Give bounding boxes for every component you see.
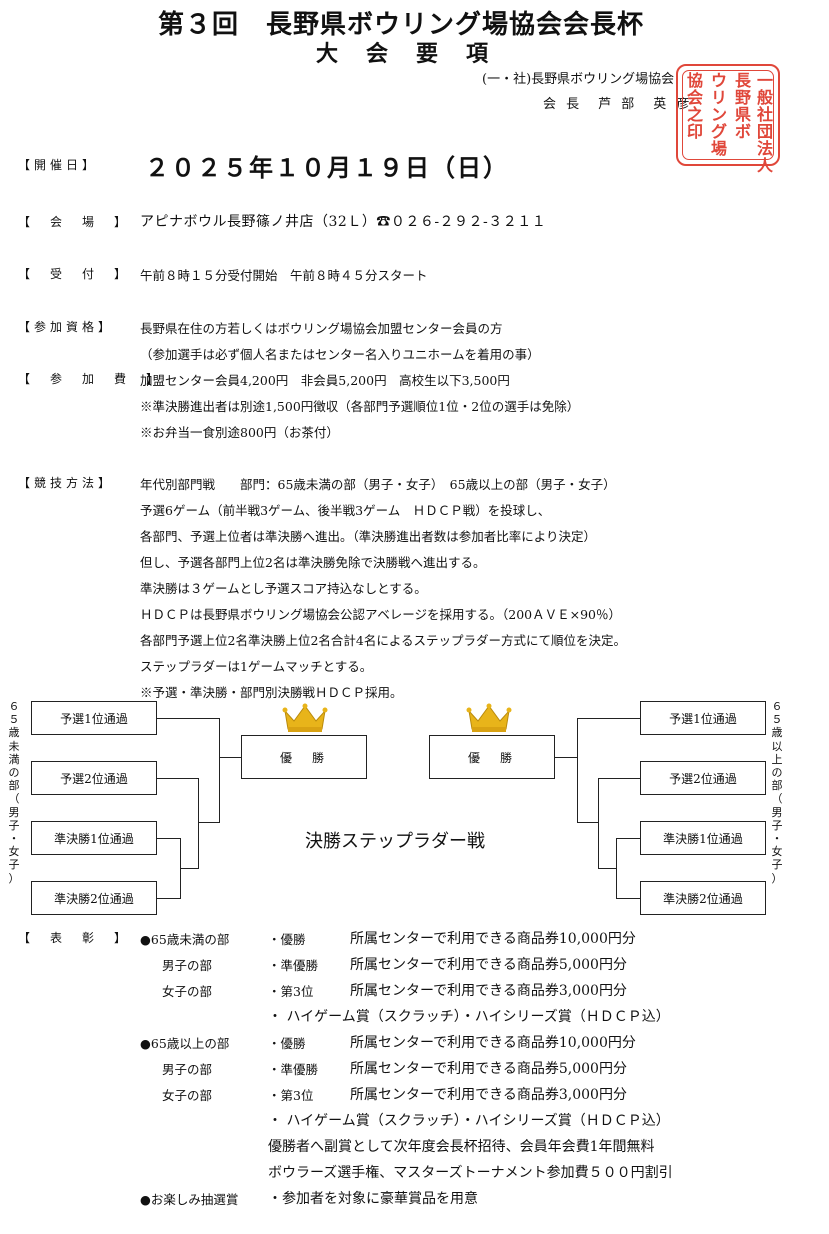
right-division-label: ６ ５ 歳 以 上 の 部 （ 男 子 ・ 女 子 ） [771,700,783,885]
left-entrant-4: 準決勝2位通過 [31,881,157,915]
eligibility-label: 【参加資格】 [18,320,115,334]
format-line: ステップラダーは1ゲームマッチとする。 [140,659,373,674]
lottery-text: ・参加者を対象に豪華賞品を用意 [268,1191,478,1207]
fee-label: 【 参 加 費 】 [18,372,163,386]
left-entrant-3: 準決勝1位通過 [31,821,157,855]
left-winner-box: 優 勝 [241,735,367,779]
seal-text-4: 協 会 之 印 [686,71,703,141]
page-subtitle: 大会要項 [316,41,517,67]
crown-icon [282,703,328,732]
venue: アピナボウル長野篠ノ井店（32Ｌ）☎０２６-２９２-３２１１ [140,214,547,230]
format-line: ＨＤＣＰは長野県ボウリング場協会公認アベレージを採用する。（200ＡＶＥ×90％… [140,607,621,622]
seal-text-1: 一 般 社 団 法 人 [756,71,773,175]
award-over65-men: 男子の部 [162,1062,213,1077]
format-label: 【競技方法】 [18,476,115,490]
left-division-label: ６ ５ 歳 未 満 の 部 （ 男 子 ・ 女 子 ） [8,700,20,885]
reception: 午前８時１５分受付開始 午前８時４５分スタート [140,268,428,283]
award-under65-women: 女子の部 [162,984,213,999]
right-entrant-2: 予選2位通過 [640,761,766,795]
right-entrant-4: 準決勝2位通過 [640,881,766,915]
president: 会 長 芦 部 英 彦 [543,97,693,112]
venue-label: 【 会 場 】 [18,215,131,229]
organizer: (一・社)長野県ボウリング場協会 [482,72,675,87]
official-seal: 一 般 社 団 法 人 長 野 県 ボ ウ リ ン グ 場 協 会 之 印 [676,64,780,174]
award-prize: 所属センターで利用できる商品券3,000円分 [350,983,627,999]
seal-text-3: ウ リ ン グ 場 [710,71,727,158]
award-extra: ・ ハイゲーム賞（スクラッチ）・ハイシリーズ賞（ＨＤＣＰ込） [268,1113,670,1129]
award-extra: ・ ハイゲーム賞（スクラッチ）・ハイシリーズ賞（ＨＤＣＰ込） [268,1009,670,1025]
award-prize: 所属センターで利用できる商品券3,000円分 [350,1087,627,1103]
format-line: 各部門予選上位2名準決勝上位2名合計4名によるステップラダー方式にて順位を決定。 [140,633,626,648]
award-over65-women: 女子の部 [162,1088,213,1103]
event-date: ２０２５年１０月１９日（日） [145,153,509,182]
award-prize: 所属センターで利用できる商品券5,000円分 [350,957,627,973]
fee-line: ※準決勝進出者は別途1,500円徴収（各部門予選順位1位・2位の選手は免除） [140,399,580,414]
award-under65-men: 男子の部 [162,958,213,973]
fee-line: ※お弁当一食別途800円（お茶付） [140,425,339,440]
award-place: ・優勝 [268,932,306,947]
right-entrant-1: 予選1位通過 [640,701,766,735]
left-entrant-2: 予選2位通過 [31,761,157,795]
crown-icon [466,703,512,732]
format-line: 各部門、予選上位者は準決勝へ進出。（準決勝進出者数は参加者比率により決定） [140,529,597,544]
stepladder-title: 決勝ステップラダー戦 [305,831,485,852]
award-place: ・準優勝 [268,1062,319,1077]
award-prize: 所属センターで利用できる商品券10,000円分 [350,931,636,947]
left-entrant-1: 予選1位通過 [31,701,157,735]
right-entrant-3: 準決勝1位通過 [640,821,766,855]
award-under65-head: ●65歳未満の部 [140,932,230,947]
awards-label: 【 表 彰 】 [18,931,131,945]
format-line: ※予選・準決勝・部門別決勝戦ＨＤＣＰ採用。 [140,685,403,700]
award-place: ・第3位 [268,984,314,999]
fee-line: 加盟センター会員4,200円 非会員5,200円 高校生以下3,500円 [140,373,510,388]
award-prize: 所属センターで利用できる商品券10,000円分 [350,1035,636,1051]
right-winner-box: 優 勝 [429,735,555,779]
bonus-line: ボウラーズ選手権、マスターズトーナメント参加費５００円割引 [268,1165,673,1181]
date-label: 【開催日】 [18,158,99,172]
eligibility-line: （参加選手は必ず個人名またはセンター名入りユニホームを着用の事） [140,347,540,362]
format-line: 予選6ゲーム（前半戦3ゲーム、後半戦3ゲーム ＨＤＣＰ戦）を投球し、 [140,503,551,518]
award-place: ・第3位 [268,1088,314,1103]
award-place: ・優勝 [268,1036,306,1051]
lottery-head: ●お楽しみ抽選賞 [140,1192,239,1207]
seal-text-2: 長 野 県 ボ [734,71,751,141]
award-prize: 所属センターで利用できる商品券5,000円分 [350,1061,627,1077]
page-title: 第３回 長野県ボウリング場協会会長杯 [158,10,645,40]
format-line: 但し、予選各部門上位2名は準決勝免除で決勝戦へ進出する。 [140,555,486,570]
award-place: ・準優勝 [268,958,319,973]
eligibility-line: 長野県在住の方若しくはボウリング場協会加盟センター会員の方 [140,321,503,336]
bonus-line: 優勝者へ副賞として次年度会長杯招待、会員年会費1年間無料 [268,1139,655,1155]
format-line: 準決勝は３ゲームとし予選スコア持込なしとする。 [140,581,427,596]
reception-label: 【 受 付 】 [18,267,131,281]
format-line: 年代別部門戦 部門：65歳未満の部（男子・女子） 65歳以上の部（男子・女子） [140,477,616,492]
award-over65-head: ●65歳以上の部 [140,1036,230,1051]
